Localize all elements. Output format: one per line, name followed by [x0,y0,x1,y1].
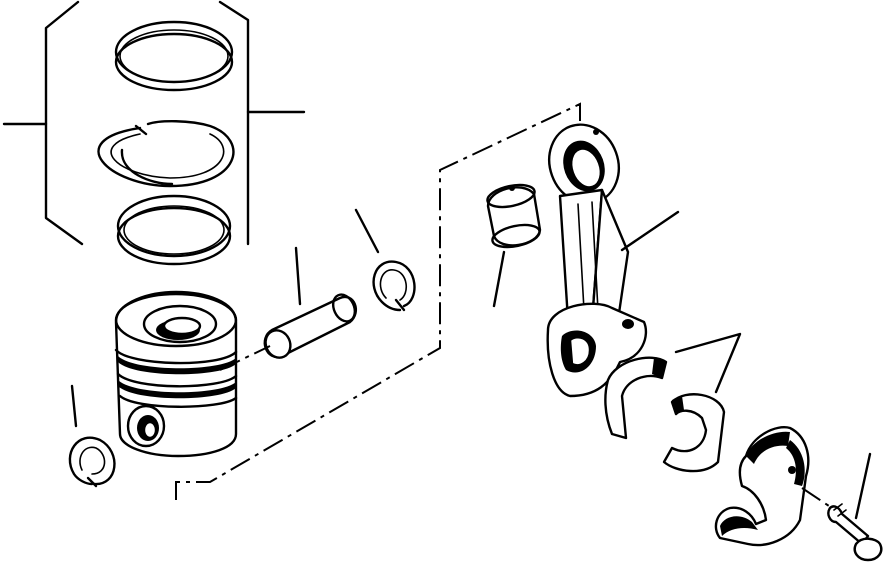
rod-bolt-leader [854,452,872,520]
bearing-shells-leader [674,332,742,394]
piston-ring-set [2,0,306,266]
assembly-centerline [175,102,581,500]
bearing-shell-upper [604,356,668,440]
ring-set-bracket-right [218,0,250,246]
rod-cap [714,426,810,547]
connecting-rod-leader [620,210,680,252]
snap-ring-left-leader [70,384,78,428]
pin-centerline [219,345,271,371]
oil-control-ring [116,194,232,266]
bearing-shell-lower [662,393,726,473]
piston-pin-bushing [486,183,542,249]
piston-pin [263,293,357,359]
bolt-centerline [801,487,833,509]
snap-ring-right [372,260,416,312]
piston-pin-leader [294,246,302,306]
connecting-rod [546,123,648,398]
top-compression-ring [114,20,234,92]
snap-ring-right-leader [354,208,380,254]
piston [114,290,238,458]
ring-set-bracket-left [44,0,84,246]
snap-ring-left [68,436,116,488]
bushing-leader [492,250,506,308]
second-compression-ring [97,120,235,188]
rod-bolt [827,503,883,562]
